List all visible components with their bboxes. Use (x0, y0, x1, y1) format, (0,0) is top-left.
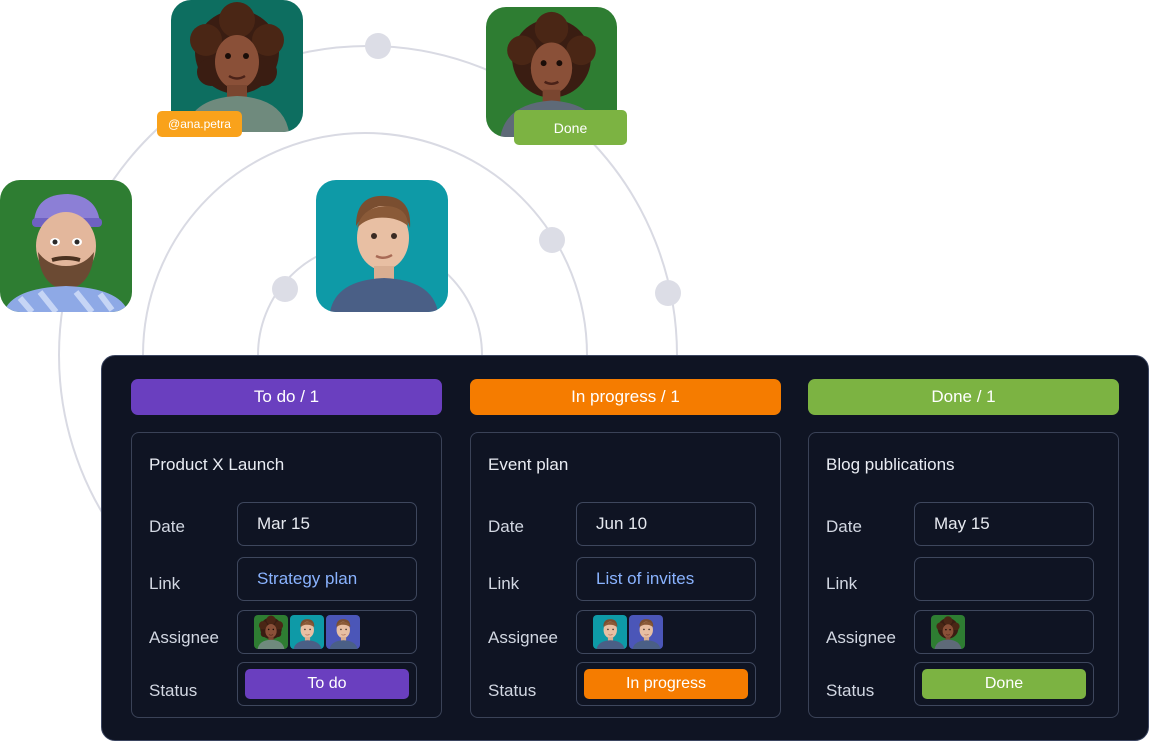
column-header-done[interactable]: Done / 1 (808, 379, 1119, 415)
person-short-hair-icon (326, 615, 360, 649)
card-title: Blog publications (826, 455, 955, 474)
avatar-man-teal (316, 180, 448, 312)
task-card[interactable]: Event plan Date Jun 10 Link List of invi… (470, 432, 781, 718)
assignee-avatar (290, 615, 324, 649)
status-field[interactable]: To do (237, 662, 417, 706)
column-header-in-progress[interactable]: In progress / 1 (470, 379, 781, 415)
date-field[interactable]: Jun 10 (576, 502, 756, 546)
link-label: Link (149, 574, 181, 593)
card-title: Event plan (488, 455, 569, 474)
link-label: Link (826, 574, 858, 593)
assignee-avatar (931, 615, 965, 649)
link-field[interactable]: Strategy plan (237, 557, 417, 601)
column-in-progress: In progress / 1 Event plan Date Jun 10 L… (470, 379, 781, 718)
orbit-dot (539, 227, 565, 253)
orbit-dot (655, 280, 681, 306)
status-label: Status (488, 681, 537, 700)
person-curly-hair-icon (931, 615, 965, 649)
orbit-dot (365, 33, 391, 59)
assignee-avatar (254, 615, 288, 649)
link-field[interactable] (914, 557, 1094, 601)
status-badge[interactable]: To do (245, 669, 409, 699)
mention-tag: @ana.petra (157, 111, 242, 137)
date-label: Date (826, 517, 862, 536)
person-short-hair-icon (629, 615, 663, 649)
assignee-avatar (629, 615, 663, 649)
status-field[interactable]: Done (914, 662, 1094, 706)
link-field[interactable]: List of invites (576, 557, 756, 601)
date-label: Date (488, 517, 524, 536)
date-label: Date (149, 517, 185, 536)
avatar-curly-teal (171, 0, 303, 132)
assignee-field[interactable] (237, 610, 417, 654)
status-badge[interactable]: Done (922, 669, 1086, 699)
status-label: Status (149, 681, 198, 700)
person-curly-hair-icon (254, 615, 288, 649)
assignee-field[interactable] (914, 610, 1094, 654)
date-field[interactable]: May 15 (914, 502, 1094, 546)
assignee-label: Assignee (488, 628, 558, 647)
date-field[interactable]: Mar 15 (237, 502, 417, 546)
card-title: Product X Launch (149, 455, 285, 474)
person-short-hair-icon (316, 180, 448, 312)
assignee-avatar (326, 615, 360, 649)
column-header-todo[interactable]: To do / 1 (131, 379, 442, 415)
task-card[interactable]: Product X Launch Date Mar 15 Link Strate… (131, 432, 442, 718)
status-badge[interactable]: In progress (584, 669, 748, 699)
column-todo: To do / 1 Product X Launch Date Mar 15 L… (131, 379, 442, 718)
status-field[interactable]: In progress (576, 662, 756, 706)
assignee-label: Assignee (149, 628, 219, 647)
done-tag: Done (514, 110, 627, 145)
task-card[interactable]: Blog publications Date May 15 Link Assig… (808, 432, 1119, 718)
assignee-field[interactable] (576, 610, 756, 654)
kanban-board: To do / 1 Product X Launch Date Mar 15 L… (101, 355, 1149, 741)
person-short-hair-icon (593, 615, 627, 649)
assignee-avatar (593, 615, 627, 649)
link-label: Link (488, 574, 520, 593)
avatar-bearded-cap (0, 180, 132, 312)
orbit-dot (272, 276, 298, 302)
column-done: Done / 1 Blog publications Date May 15 L… (808, 379, 1119, 718)
assignee-label: Assignee (826, 628, 896, 647)
person-cap-beard-icon (0, 180, 132, 312)
person-short-hair-icon (290, 615, 324, 649)
status-label: Status (826, 681, 875, 700)
